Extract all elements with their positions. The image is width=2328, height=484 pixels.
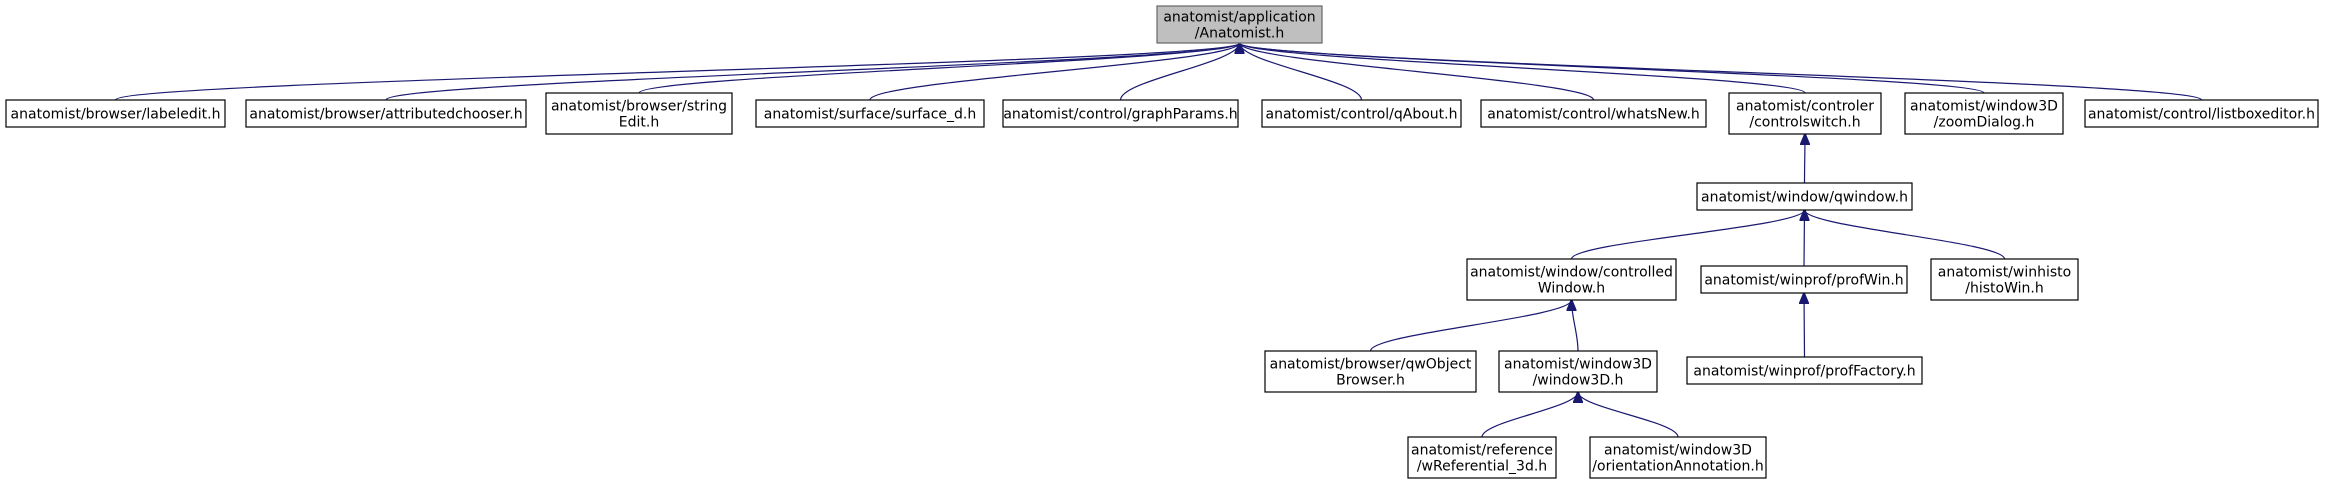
node-orientationannotation[interactable]: anatomist/window3D/orientationAnnotation… <box>1589 436 1767 479</box>
node-box <box>1264 350 1477 393</box>
node-proffactory[interactable]: anatomist/winprof/profFactory.h <box>1686 356 1923 385</box>
node-box <box>1728 92 1882 135</box>
edges-layer <box>114 43 2203 438</box>
node-zoomdialog[interactable]: anatomist/window3D/zoomDialog.h <box>1904 92 2064 135</box>
node-label: Window.h <box>1538 281 1605 297</box>
edge-orientationannotation-to-window3d <box>1578 392 1679 438</box>
node-controlswitch[interactable]: anatomist/controler/controlswitch.h <box>1728 92 1882 135</box>
node-box <box>1407 436 1557 479</box>
node-box <box>1700 265 1908 294</box>
node-label: anatomist/browser/attributedchooser.h <box>249 107 522 123</box>
node-label: anatomist/winhisto <box>1938 265 2071 281</box>
node-box <box>1156 5 1323 44</box>
node-label: /orientationAnnotation.h <box>1592 459 1763 475</box>
edge-stringedit-to-anatomist <box>638 43 1240 94</box>
node-label: anatomist/winprof/profWin.h <box>1704 273 1903 289</box>
edge-profwin-to-qwindow <box>1804 210 1805 267</box>
node-box <box>1261 99 1462 128</box>
node-profwin[interactable]: anatomist/winprof/profWin.h <box>1700 265 1908 294</box>
node-anatomist[interactable]: anatomist/application/Anatomist.h <box>1156 5 1323 44</box>
node-wreferential[interactable]: anatomist/reference/wReferential_3d.h <box>1407 436 1557 479</box>
node-label: anatomist/window3D <box>1504 357 1652 373</box>
node-box <box>1904 92 2064 135</box>
node-attributedchooser[interactable]: anatomist/browser/attributedchooser.h <box>245 99 527 128</box>
node-labeledit[interactable]: anatomist/browser/labeledit.h <box>5 99 226 128</box>
edge-attributedchooser-to-anatomist <box>385 43 1240 101</box>
node-label: /window3D.h <box>1533 373 1624 389</box>
node-label: anatomist/browser/string <box>551 99 727 115</box>
node-box <box>1696 182 1913 211</box>
node-label: /histoWin.h <box>1965 281 2043 297</box>
node-box <box>1002 99 1239 128</box>
node-box <box>545 92 733 135</box>
edge-proffactory-to-profwin <box>1804 293 1805 358</box>
node-box <box>5 99 226 128</box>
edge-controlswitch-to-anatomist <box>1240 43 1806 94</box>
node-label: /zoomDialog.h <box>1934 115 2035 131</box>
node-label: anatomist/control/qAbout.h <box>1266 107 1458 123</box>
node-label: anatomist/reference <box>1411 443 1553 459</box>
node-graphparams[interactable]: anatomist/control/graphParams.h <box>1002 99 1239 128</box>
node-box <box>1498 350 1658 393</box>
edge-listboxeditor-to-anatomist <box>1240 43 2203 101</box>
node-label: anatomist/browser/labeledit.h <box>11 107 221 123</box>
node-box <box>1480 99 1707 128</box>
edge-histowin-to-qwindow <box>1805 210 2006 260</box>
node-box <box>2084 99 2319 128</box>
node-label: anatomist/control/whatsNew.h <box>1487 107 1700 123</box>
node-window3d[interactable]: anatomist/window3D/window3D.h <box>1498 350 1658 393</box>
node-box <box>1686 356 1923 385</box>
node-qwindow[interactable]: anatomist/window/qwindow.h <box>1696 182 1913 211</box>
node-label: anatomist/winprof/profFactory.h <box>1693 364 1915 380</box>
node-box <box>1466 258 1677 301</box>
edge-zoomdialog-to-anatomist <box>1240 43 1985 94</box>
node-label: anatomist/window/qwindow.h <box>1701 190 1908 206</box>
node-label: /wReferential_3d.h <box>1417 459 1547 475</box>
node-listboxeditor[interactable]: anatomist/control/listboxeditor.h <box>2084 99 2319 128</box>
node-label: anatomist/surface/surface_d.h <box>764 107 977 123</box>
nodes-layer: anatomist/application/Anatomist.hanatomi… <box>5 5 2319 479</box>
node-box <box>1589 436 1767 479</box>
node-label: anatomist/window3D <box>1910 99 2058 115</box>
edge-surface_d-to-anatomist <box>869 43 1240 101</box>
node-label: anatomist/application <box>1163 10 1315 26</box>
node-box <box>245 99 527 128</box>
edge-wreferential-to-window3d <box>1481 392 1578 438</box>
node-box <box>755 99 985 128</box>
node-whatsnew[interactable]: anatomist/control/whatsNew.h <box>1480 99 1707 128</box>
node-label: anatomist/window3D <box>1604 443 1752 459</box>
node-label: anatomist/control/listboxeditor.h <box>2088 107 2315 123</box>
node-qabout[interactable]: anatomist/control/qAbout.h <box>1261 99 1462 128</box>
node-label: Browser.h <box>1336 373 1405 389</box>
edge-controlledwindow-to-qwindow <box>1570 210 1805 260</box>
node-label: anatomist/controler <box>1736 99 1874 115</box>
node-label: anatomist/control/graphParams.h <box>1003 107 1237 123</box>
edge-qwobjectbrowser-to-controlledwindow <box>1369 300 1572 352</box>
node-label: anatomist/browser/qwObject <box>1270 357 1472 373</box>
edge-labeledit-to-anatomist <box>114 43 1240 101</box>
node-label: /controlswitch.h <box>1749 115 1860 131</box>
node-label: Edit.h <box>619 115 659 131</box>
node-box <box>1930 258 2079 301</box>
edge-whatsnew-to-anatomist <box>1240 43 1595 101</box>
node-label: /Anatomist.h <box>1195 26 1284 42</box>
edge-qwindow-to-controlswitch <box>1805 134 1806 184</box>
node-surface_d[interactable]: anatomist/surface/surface_d.h <box>755 99 985 128</box>
edge-window3d-to-controlledwindow <box>1572 300 1579 352</box>
node-histowin[interactable]: anatomist/winhisto/histoWin.h <box>1930 258 2079 301</box>
node-label: anatomist/window/controlled <box>1470 265 1673 281</box>
